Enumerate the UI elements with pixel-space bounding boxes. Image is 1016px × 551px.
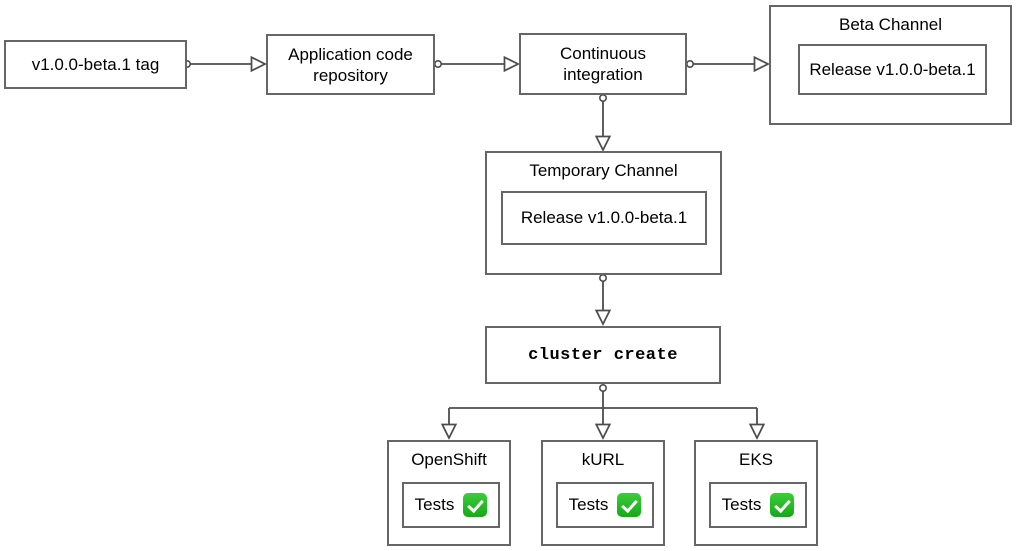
edge-source-dot-repo: [433, 59, 442, 68]
edge-source-dot-ci-right: [685, 59, 694, 68]
eks-tests-box[interactable]: Tests: [709, 482, 807, 528]
eks-tests-row: Tests: [722, 493, 795, 517]
node-tag-label: v1.0.0-beta.1 tag: [31, 55, 160, 74]
group-target-openshift-title: OpenShift: [411, 450, 487, 469]
eks-tests-label: Tests: [721, 495, 762, 514]
openshift-tests-row: Tests: [415, 493, 488, 517]
beta-channel-release-box[interactable]: Release v1.0.0-beta.1: [798, 44, 987, 95]
beta-channel-release-label: Release v1.0.0-beta.1: [809, 59, 976, 79]
group-temporary-channel[interactable]: Temporary Channel Release v1.0.0-beta.1: [485, 151, 722, 275]
group-beta-channel-title: Beta Channel: [838, 15, 943, 34]
openshift-tests-label: Tests: [414, 495, 455, 514]
group-target-kurl[interactable]: kURL Tests: [541, 440, 665, 546]
node-cluster-create-label: cluster create: [528, 345, 678, 365]
node-cluster-create[interactable]: cluster create: [485, 326, 721, 384]
node-tag[interactable]: v1.0.0-beta.1 tag: [4, 40, 187, 89]
group-target-openshift[interactable]: OpenShift Tests: [387, 440, 511, 546]
node-application-code-repository[interactable]: Application code repository: [266, 34, 435, 95]
kurl-tests-box[interactable]: Tests: [556, 482, 654, 528]
node-continuous-integration-label: Continuous integration: [559, 44, 646, 84]
check-mark-green-icon: [617, 493, 642, 517]
group-beta-channel[interactable]: Beta Channel Release v1.0.0-beta.1: [769, 5, 1012, 125]
edge-source-dot-ci-bottom: [598, 94, 607, 103]
check-mark-green-icon: [770, 493, 795, 517]
group-target-eks[interactable]: EKS Tests: [694, 440, 818, 546]
group-target-eks-title: EKS: [738, 450, 774, 469]
check-mark-green-icon: [463, 493, 488, 517]
temporary-channel-release-box[interactable]: Release v1.0.0-beta.1: [501, 191, 707, 245]
node-continuous-integration[interactable]: Continuous integration: [519, 33, 687, 95]
group-temporary-channel-title: Temporary Channel: [529, 161, 678, 180]
node-application-code-repository-label: Application code repository: [288, 44, 413, 85]
kurl-tests-label: Tests: [568, 495, 609, 514]
edge-source-dot-cluster-create: [598, 383, 607, 392]
kurl-tests-row: Tests: [569, 493, 642, 517]
edge-source-dot-temporary-channel: [598, 273, 607, 282]
temporary-channel-release-label: Release v1.0.0-beta.1: [520, 208, 688, 227]
group-target-kurl-title: kURL: [581, 450, 625, 469]
openshift-tests-box[interactable]: Tests: [402, 482, 500, 528]
